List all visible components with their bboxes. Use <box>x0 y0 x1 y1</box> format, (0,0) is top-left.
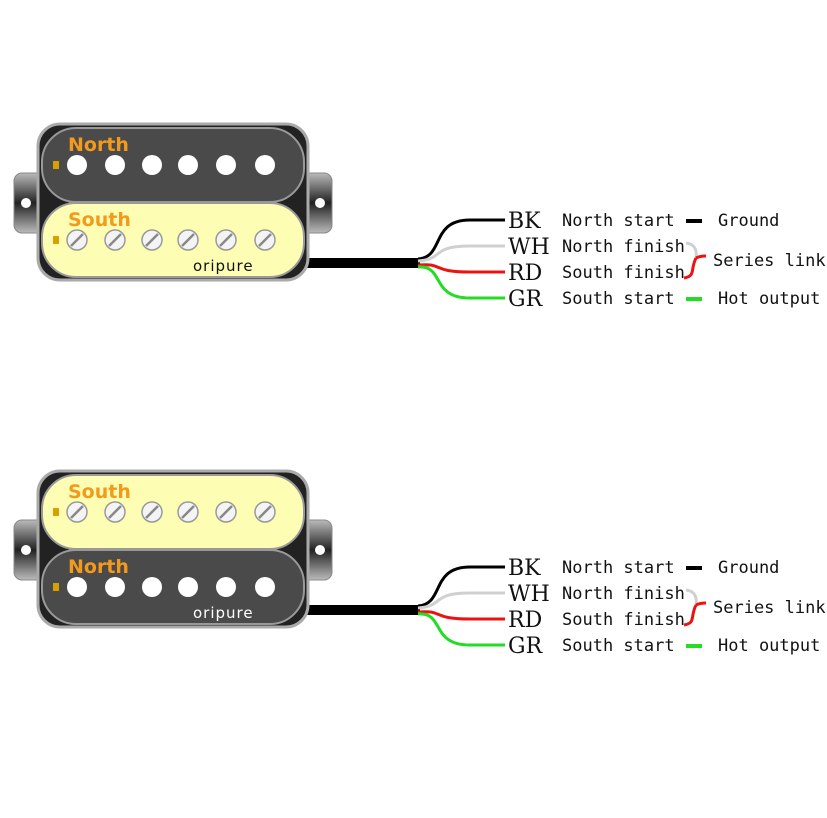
screw-pole-icon <box>141 501 163 523</box>
ground-label: Ground <box>718 558 779 578</box>
wire-code: GR <box>508 634 544 659</box>
slug-pole-icon <box>67 155 87 175</box>
wire-description: North finish <box>562 584 685 604</box>
screw-pole-icon <box>104 229 126 251</box>
south-coil: South <box>41 202 305 278</box>
wire-code: WH <box>508 582 550 607</box>
north-coil: North <box>41 127 305 203</box>
cable <box>300 605 420 615</box>
wire-code: RD <box>508 608 542 633</box>
ground-label: Ground <box>718 211 779 231</box>
slug-pole-icon <box>178 577 198 597</box>
south-coil: South <box>41 474 305 550</box>
slug-pole-icon <box>67 577 87 597</box>
wire-description: South start <box>562 636 675 656</box>
series-link-white <box>685 241 698 259</box>
slug-pole-icon <box>178 155 198 175</box>
series-link-red <box>683 601 707 627</box>
slug-pole-icon <box>216 577 236 597</box>
wire-wh <box>417 591 505 610</box>
screw-pole-icon <box>177 501 199 523</box>
wire-description: South start <box>562 289 675 309</box>
cable <box>300 258 420 268</box>
slug-pole-icon <box>255 155 275 175</box>
hot-output-label: Hot output <box>718 636 820 656</box>
wire-gr <box>417 265 505 300</box>
slug-pole-icon <box>142 577 162 597</box>
wire-code: BK <box>508 556 541 581</box>
north-coil: North <box>41 549 305 625</box>
series-link-label: Series link <box>713 598 826 618</box>
screw-pole-icon <box>215 501 237 523</box>
hot-legend-mark <box>686 644 702 648</box>
brand-logo: oripure <box>193 257 254 275</box>
polarity-mark <box>53 236 59 244</box>
screw-pole-icon <box>104 501 126 523</box>
brand-logo: oripure <box>193 604 254 622</box>
slug-pole-icon <box>105 577 125 597</box>
wire-description: South finish <box>562 610 685 630</box>
screw-pole-icon <box>66 229 88 251</box>
series-link-red <box>683 254 707 280</box>
wire-rd <box>417 263 505 274</box>
wire-description: North finish <box>562 237 685 257</box>
wire-code: RD <box>508 261 542 286</box>
coil-label: South <box>68 209 131 231</box>
wire-description: North start <box>562 558 675 578</box>
wire-rd <box>417 610 505 621</box>
polarity-mark <box>53 161 59 169</box>
screw-pole-icon <box>177 229 199 251</box>
slug-pole-icon <box>216 155 236 175</box>
screw-pole-icon <box>254 501 276 523</box>
polarity-mark <box>53 583 59 591</box>
wire-code: WH <box>508 235 550 260</box>
wire-bk <box>417 565 505 608</box>
wire-code: GR <box>508 287 544 312</box>
screw-pole-icon <box>141 229 163 251</box>
ground-legend-mark <box>686 566 702 570</box>
wire-code: BK <box>508 209 541 234</box>
wire-gr <box>417 612 505 647</box>
wire-description: North start <box>562 211 675 231</box>
ground-legend-mark <box>686 219 702 223</box>
screw-pole-icon <box>215 229 237 251</box>
slug-pole-icon <box>255 577 275 597</box>
hot-legend-mark <box>686 297 702 301</box>
wire-description: South finish <box>562 263 685 283</box>
coil-label: South <box>68 481 131 503</box>
screw-pole-icon <box>254 229 276 251</box>
wire-wh <box>417 244 505 263</box>
coil-label: North <box>68 134 129 156</box>
wire-bk <box>417 218 505 261</box>
polarity-mark <box>53 508 59 516</box>
coil-label: North <box>68 556 129 578</box>
series-link-white <box>685 588 698 606</box>
slug-pole-icon <box>142 155 162 175</box>
slug-pole-icon <box>105 155 125 175</box>
screw-pole-icon <box>66 501 88 523</box>
hot-output-label: Hot output <box>718 289 820 309</box>
series-link-label: Series link <box>713 251 826 271</box>
